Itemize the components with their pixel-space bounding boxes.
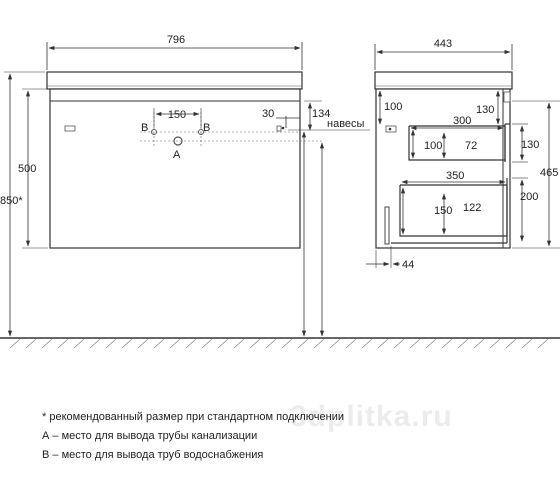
dim-100-drawer: 100 (424, 140, 442, 152)
label-hinges: навесы (327, 118, 365, 130)
label-pipe-b-right: B (203, 122, 210, 134)
dim-100-top: 100 (384, 101, 402, 113)
side-top-slab (374, 71, 513, 90)
dim-30: 30 (262, 108, 274, 120)
front-handle-right (276, 125, 282, 132)
front-view (46, 71, 322, 249)
front-handle-left (64, 125, 76, 132)
dim-side-width: 443 (434, 38, 452, 50)
side-lower-drawer (384, 178, 508, 245)
label-pipe-b-left: B (141, 122, 148, 134)
dim-134: 134 (312, 108, 330, 120)
side-dimensions (366, 44, 560, 268)
dim-72: 72 (465, 140, 477, 152)
dim-465: 465 (540, 167, 558, 179)
note-water-pipes: В – место для вывода труб водоснабжения (42, 449, 264, 461)
notes-block: * рекомендованный размер при стандартном… (42, 408, 542, 465)
note-recommended-size: * рекомендованный размер при стандартном… (42, 411, 344, 423)
note-drain-pipe: А – место для вывода трубы канализации (42, 430, 258, 442)
dim-130-top: 130 (476, 104, 494, 116)
dim-130-right: 130 (521, 139, 539, 151)
dim-front-width: 796 (167, 34, 185, 46)
label-pipe-a: A (173, 149, 181, 161)
dim-300: 300 (453, 115, 471, 127)
dim-150-drawer: 150 (434, 205, 452, 217)
front-top-slab (46, 71, 303, 90)
dim-200: 200 (520, 191, 538, 203)
dim-44: 44 (402, 259, 414, 271)
dim-body-height: 500 (18, 163, 36, 175)
floor (0, 337, 560, 349)
front-dimensions (4, 42, 370, 337)
dim-350: 350 (446, 170, 464, 182)
dim-122: 122 (463, 202, 481, 214)
dim-total-height: 850* (0, 195, 23, 207)
side-view (374, 71, 513, 249)
technical-drawing: 796 850* 500 150 30 134 B B A навесы (0, 34, 560, 349)
dim-pipe-spacing: 150 (168, 109, 186, 121)
